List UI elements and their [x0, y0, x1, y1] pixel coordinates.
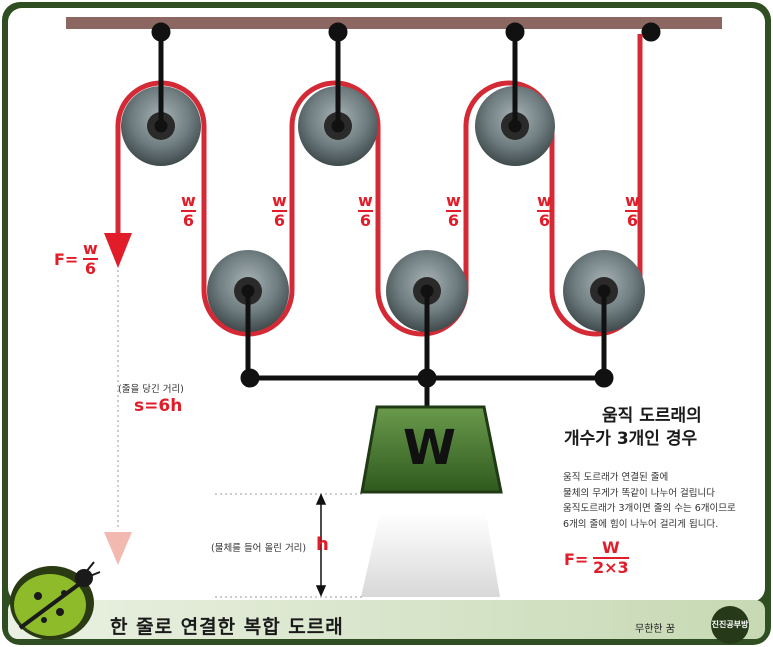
case-title: 움직 도르래의 개수가 3개인 경우 — [564, 405, 702, 451]
pull-arrow — [104, 233, 132, 268]
ladybug-icon — [10, 561, 101, 640]
rope — [115, 34, 643, 337]
footer-bar — [8, 600, 765, 639]
description-line-4: 6개의 줄에 힘이 나누어 걸리게 됩니다. — [563, 518, 719, 530]
movable-frame — [240, 284, 614, 408]
lift-dimension — [315, 493, 327, 597]
case-description: 움직 도르래가 연결된 줄에 물체의 무게가 똑같이 나누어 걸립니다 움직도르… — [563, 470, 736, 532]
force-prefix: F= — [54, 250, 79, 269]
weight-block — [360, 405, 503, 494]
lift-distance-note: (물체를 들어 올린 거리) — [211, 543, 307, 554]
case-title-line-1: 움직 도르래의 — [602, 406, 702, 426]
fixed-axles — [154, 32, 522, 133]
ghost-arrow — [104, 532, 132, 565]
description-line-3: 움직도르래가 3개이면 줄의 수는 6개이므로 — [563, 503, 736, 514]
pull-distance-value: s=6h — [134, 396, 183, 416]
formula-prefix: F= — [564, 550, 589, 569]
pull-distance-note: (줄을 당긴 거리) — [118, 384, 184, 395]
inner-panel — [8, 8, 765, 602]
description-line-1: 움직 도르래가 연결된 줄에 — [563, 472, 669, 483]
footer-title: 한 줄로 연결한 복합 도르래 — [110, 616, 344, 638]
description-line-2: 물체의 무게가 똑같이 나누어 걸립니다 — [563, 487, 715, 499]
weight-label: W — [403, 420, 456, 476]
guide-lines — [117, 270, 362, 598]
brand-text: 무한한 꿈 — [635, 624, 675, 635]
lift-distance-value: h — [316, 534, 329, 555]
ceiling-bar — [66, 17, 722, 29]
brand-badge: 진진공부방 — [711, 606, 749, 644]
ghost-weight — [361, 513, 500, 597]
case-title-line-2: 개수가 3개인 경우 — [564, 429, 698, 449]
